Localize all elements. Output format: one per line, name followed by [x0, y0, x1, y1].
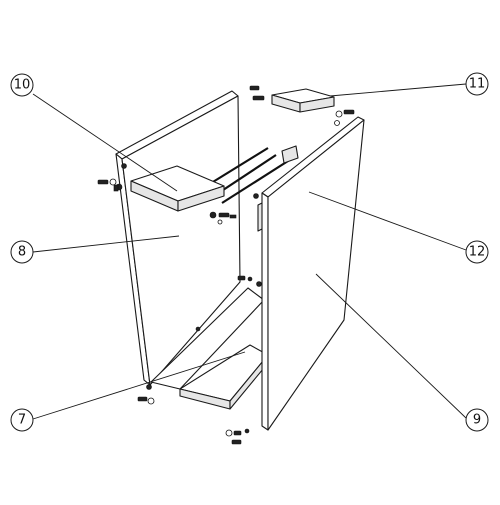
- screw-icon: [113, 183, 123, 192]
- callout-label-7: 7: [18, 413, 26, 428]
- callout-11: 11: [465, 72, 489, 96]
- leader-10: [32, 93, 178, 192]
- screw-icon: [97, 178, 117, 186]
- right-side-panel: [261, 116, 365, 431]
- bottom-panel: [150, 287, 269, 410]
- cam-lock-icon: [334, 109, 355, 126]
- callout-10: 10: [10, 73, 34, 97]
- leader-7: [32, 351, 246, 420]
- leader-8: [32, 235, 180, 253]
- hardware-fasteners: [97, 85, 355, 445]
- dowel-icon: [249, 85, 265, 101]
- callout-7: 7: [10, 408, 34, 432]
- callout-label-9: 9: [473, 413, 481, 428]
- cam-lock-icon: [225, 428, 250, 445]
- screw-icon: [237, 193, 262, 287]
- leader-lines: [32, 83, 467, 420]
- top-front-shelf: [130, 165, 225, 212]
- callout-label-10: 10: [14, 78, 31, 93]
- callout-label-11: 11: [469, 77, 486, 92]
- screw-icon: [146, 326, 201, 390]
- screw-icon: [121, 163, 127, 169]
- callout-8: 8: [10, 240, 34, 264]
- leader-9: [315, 273, 467, 419]
- top-back-block: [271, 88, 335, 113]
- callout-9: 9: [465, 408, 489, 432]
- leader-12: [308, 191, 467, 251]
- leader-11: [329, 83, 467, 97]
- callout-12: 12: [465, 240, 489, 264]
- callout-label-8: 8: [18, 245, 26, 260]
- screw-icon: [209, 211, 237, 225]
- screw-icon: [137, 396, 155, 405]
- left-side-panel: [115, 90, 241, 386]
- callout-label-12: 12: [469, 245, 486, 260]
